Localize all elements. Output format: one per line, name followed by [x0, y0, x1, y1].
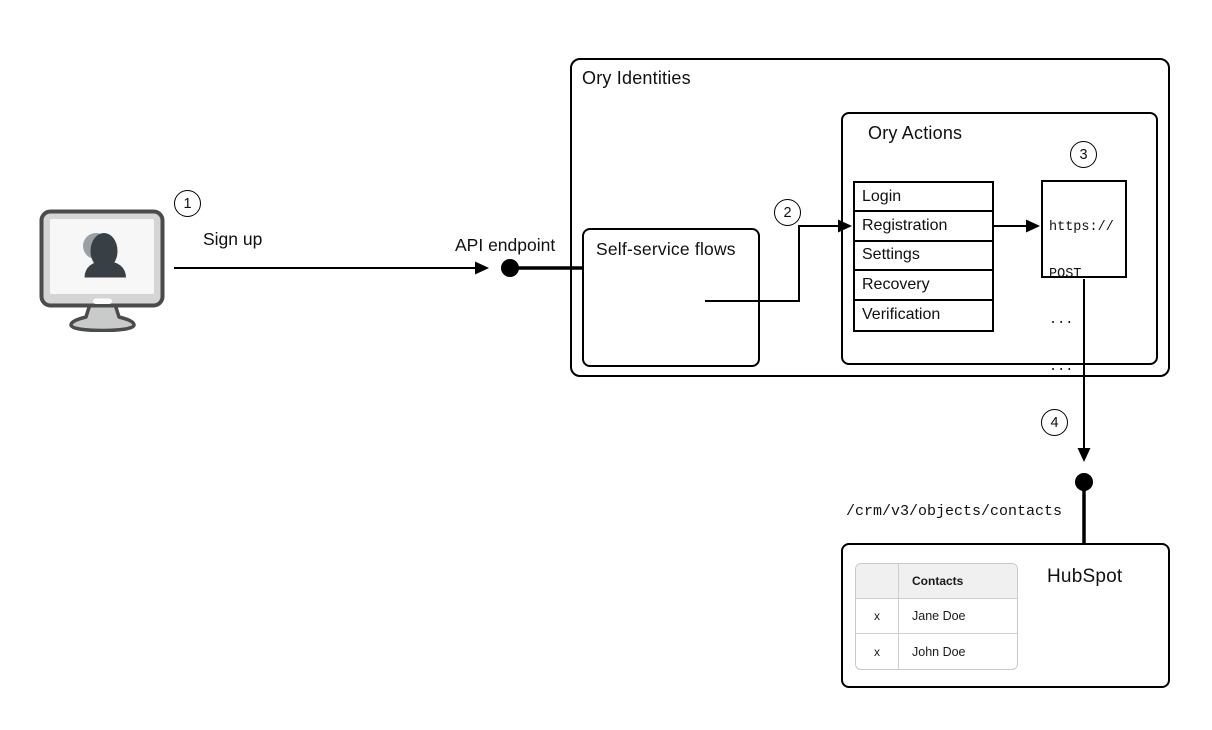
webhook-line-url: https://	[1049, 220, 1114, 235]
self-service-flows-box: Self-service flows	[582, 228, 760, 367]
hubspot-title: HubSpot	[1047, 566, 1123, 587]
ory-actions-box: Ory Actions Login Registration Settings …	[841, 112, 1158, 375]
step-4-badge: 4	[1041, 409, 1068, 436]
contacts-table-header-contacts: Contacts	[899, 564, 1017, 599]
contact-row-1-name: Jane Doe	[899, 599, 1017, 634]
user-head	[90, 233, 118, 269]
flow-item-registration: Registration	[855, 212, 992, 242]
webhook-line-ellipsis-1: ...	[1049, 313, 1074, 328]
computer-user-icon	[39, 209, 165, 333]
webhook-line-ellipsis-2: ...	[1049, 359, 1074, 375]
hubspot-endpoint-node	[1075, 473, 1093, 545]
contact-row-1-marker: x	[856, 599, 899, 634]
step-1-badge: 1	[174, 190, 201, 217]
contacts-table-header-blank	[856, 564, 899, 599]
ory-actions-title: Ory Actions	[868, 123, 963, 143]
flow-item-verification: Verification	[855, 300, 992, 330]
signup-arrow	[174, 261, 489, 275]
contacts-table: Contacts x Jane Doe x John Doe	[855, 563, 1018, 670]
monitor-button	[93, 298, 112, 304]
flow-list: Login Registration Settings Recovery Ver…	[853, 181, 994, 332]
contact-row-2-name: John Doe	[912, 644, 966, 659]
step-2-badge: 2	[774, 199, 801, 226]
hubspot-box: HubSpot Contacts x Jane Doe x John Doe	[841, 543, 1170, 688]
hubspot-endpoint-path-label: /crm/v3/objects/contacts	[846, 503, 1063, 520]
ory-identities-box: Ory Identities Self-service flows Ory Ac…	[570, 58, 1170, 377]
step-3-badge: 3	[1070, 141, 1097, 168]
flow-item-recovery: Recovery	[855, 271, 992, 301]
self-service-flows-title: Self-service flows	[596, 239, 736, 259]
flow-item-login: Login	[855, 183, 992, 213]
monitor-stand	[69, 299, 136, 333]
webhook-line-method: POST	[1049, 266, 1082, 282]
ory-identities-title: Ory Identities	[582, 68, 691, 88]
webhook-request-box: https:// POST ... ...	[1041, 180, 1127, 375]
contact-row-2-marker: x	[856, 634, 899, 669]
sign-up-label: Sign up	[203, 229, 263, 249]
api-endpoint-label: API endpoint	[455, 235, 556, 255]
monitor-with-user-silhouette	[39, 209, 165, 333]
flow-item-settings: Settings	[855, 241, 992, 272]
user-shoulders	[84, 260, 126, 278]
